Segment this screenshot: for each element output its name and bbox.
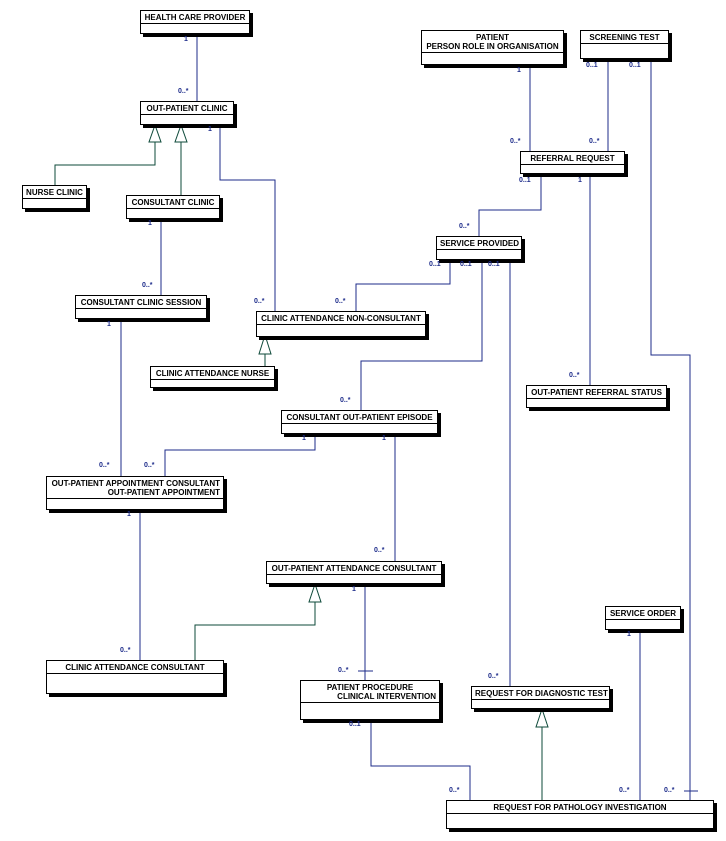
entity-title: PATIENT PROCEDURE CLINICAL INTERVENTION	[301, 681, 439, 703]
multiplicity-label: 0..1	[429, 261, 441, 268]
multiplicity-label: 0..1	[349, 721, 361, 728]
entity-title-line1: PATIENT PROCEDURE	[326, 683, 414, 692]
entity-clinic-attendance-non-consultant[interactable]: CLINIC ATTENDANCE NON-CONSULTANT	[256, 311, 426, 337]
entity-title: OUT-PATIENT CLINIC	[141, 102, 233, 115]
entity-out-patient-appointment[interactable]: OUT-PATIENT APPOINTMENT CONSULTANT OUT-P…	[46, 476, 224, 510]
entity-title: OUT-PATIENT ATTENDANCE CONSULTANT	[267, 562, 441, 575]
entity-title: NURSE CLINIC	[23, 186, 86, 199]
assoc-sp-cope	[360, 258, 483, 410]
entity-consultant-clinic-session[interactable]: CONSULTANT CLINIC SESSION	[75, 295, 207, 319]
entity-title: OUT-PATIENT REFERRAL STATUS	[527, 386, 666, 399]
entity-request-for-pathology-investigation[interactable]: REQUEST FOR PATHOLOGY INVESTIGATION	[446, 800, 714, 829]
entity-screening-test[interactable]: SCREENING TEST	[580, 30, 669, 59]
assoc-rr-sp	[478, 172, 542, 236]
entity-title: CONSULTANT CLINIC SESSION	[76, 296, 206, 309]
multiplicity-label: 0..*	[335, 298, 346, 305]
entity-request-for-diagnostic-test[interactable]: REQUEST FOR DIAGNOSTIC TEST	[471, 686, 610, 709]
multiplicity-label: 1	[627, 631, 631, 638]
multiplicity-label: 1	[517, 67, 521, 74]
entity-consultant-clinic[interactable]: CONSULTANT CLINIC	[126, 195, 220, 219]
multiplicity-label: 1	[352, 586, 356, 593]
multiplicity-label: 0..*	[338, 667, 349, 674]
entity-title-line1: OUT-PATIENT APPOINTMENT CONSULTANT	[51, 479, 220, 488]
entity-title: SCREENING TEST	[581, 31, 668, 44]
multiplicity-label: 0..*	[340, 397, 351, 404]
entity-out-patient-attendance-consultant[interactable]: OUT-PATIENT ATTENDANCE CONSULTANT	[266, 561, 442, 584]
multiplicity-label: 1	[184, 36, 188, 43]
multiplicity-label: 0..*	[488, 673, 499, 680]
entity-nurse-clinic[interactable]: NURSE CLINIC	[22, 185, 87, 209]
entity-title: PATIENT PERSON ROLE IN ORGANISATION	[422, 31, 563, 53]
entity-title: CLINIC ATTENDANCE NURSE	[151, 367, 274, 380]
entity-title-line2: OUT-PATIENT APPOINTMENT	[107, 488, 220, 497]
entity-service-provided[interactable]: SERVICE PROVIDED	[436, 236, 522, 260]
multiplicity-label: 0..*	[619, 787, 630, 794]
generalization-arrow-opc-1	[148, 123, 162, 143]
multiplicity-label: 1	[302, 435, 306, 442]
entity-title: CLINIC ATTENDANCE NON-CONSULTANT	[257, 312, 425, 325]
multiplicity-label: 1	[382, 435, 386, 442]
multiplicity-label: 0..*	[459, 223, 470, 230]
entity-title: REFERRAL REQUEST	[521, 152, 624, 165]
entity-title: SERVICE PROVIDED	[437, 237, 521, 250]
entity-title: CLINIC ATTENDANCE CONSULTANT	[47, 661, 223, 674]
entity-clinic-attendance-nurse[interactable]: CLINIC ATTENDANCE NURSE	[150, 366, 275, 388]
entity-title: HEALTH CARE PROVIDER	[141, 11, 249, 24]
multiplicity-label: 0..*	[449, 787, 460, 794]
multiplicity-label: 0..*	[664, 787, 675, 794]
entity-title: CONSULTANT CLINIC	[127, 196, 219, 209]
assoc-pp-rpi	[370, 718, 471, 800]
multiplicity-label: 0..*	[569, 372, 580, 379]
multiplicity-label: 1	[107, 321, 111, 328]
assoc-sp-can	[355, 258, 451, 311]
entity-title: REQUEST FOR PATHOLOGY INVESTIGATION	[447, 801, 713, 814]
entity-title-line1: PATIENT	[475, 33, 510, 42]
entity-title-line2: PERSON ROLE IN ORGANISATION	[426, 42, 559, 51]
multiplicity-label: 1	[208, 126, 212, 133]
multiplicity-label: 0..*	[99, 462, 110, 469]
entity-out-patient-referral-status[interactable]: OUT-PATIENT REFERRAL STATUS	[526, 385, 667, 408]
multiplicity-label: 0..1	[586, 62, 598, 69]
multiplicity-label: 0..*	[254, 298, 265, 305]
multiplicity-label: 0..1	[629, 62, 641, 69]
multiplicity-label: 0..1	[519, 177, 531, 184]
multiplicity-label: 0..*	[510, 138, 521, 145]
assoc-cope-opa	[164, 432, 316, 476]
entity-patient-procedure[interactable]: PATIENT PROCEDURE CLINICAL INTERVENTION	[300, 680, 440, 720]
generalization-arrow-can	[258, 333, 272, 355]
generalization-arrow-opac	[308, 582, 322, 603]
entity-title: OUT-PATIENT APPOINTMENT CONSULTANT OUT-P…	[47, 477, 223, 499]
generalization-cac	[194, 602, 316, 660]
entity-referral-request[interactable]: REFERRAL REQUEST	[520, 151, 625, 174]
entity-health-care-provider[interactable]: HEALTH CARE PROVIDER	[140, 10, 250, 34]
multiplicity-label: 0..*	[120, 647, 131, 654]
entity-out-patient-clinic[interactable]: OUT-PATIENT CLINIC	[140, 101, 234, 125]
entity-clinic-attendance-consultant[interactable]: CLINIC ATTENDANCE CONSULTANT	[46, 660, 224, 694]
multiplicity-label: 0..*	[142, 282, 153, 289]
assoc-opc-can	[219, 123, 276, 311]
entity-title: CONSULTANT OUT-PATIENT EPISODE	[282, 411, 437, 424]
entity-title: SERVICE ORDER	[606, 607, 680, 620]
multiplicity-label: 0..*	[144, 462, 155, 469]
multiplicity-label: 0..*	[589, 138, 600, 145]
multiplicity-label: 1	[127, 511, 131, 518]
entity-service-order[interactable]: SERVICE ORDER	[605, 606, 681, 630]
entity-consultant-out-patient-episode[interactable]: CONSULTANT OUT-PATIENT EPISODE	[281, 410, 438, 434]
multiplicity-label: 0..1	[460, 261, 472, 268]
generalization-arrow-rdt	[535, 707, 549, 728]
entity-patient[interactable]: PATIENT PERSON ROLE IN ORGANISATION	[421, 30, 564, 65]
generalization-arrow-opc-2	[174, 123, 188, 143]
multiplicity-label: 0..1	[488, 261, 500, 268]
multiplicity-label: 1	[148, 220, 152, 227]
entity-title-line2: CLINICAL INTERVENTION	[337, 692, 436, 701]
multiplicity-label: 0..*	[374, 547, 385, 554]
generalization-nurse-clinic	[54, 142, 156, 185]
multiplicity-label: 0..*	[178, 88, 189, 95]
assoc-st-rpi	[650, 57, 691, 800]
multiplicity-label: 1	[578, 177, 582, 184]
entity-title: REQUEST FOR DIAGNOSTIC TEST	[472, 687, 609, 700]
